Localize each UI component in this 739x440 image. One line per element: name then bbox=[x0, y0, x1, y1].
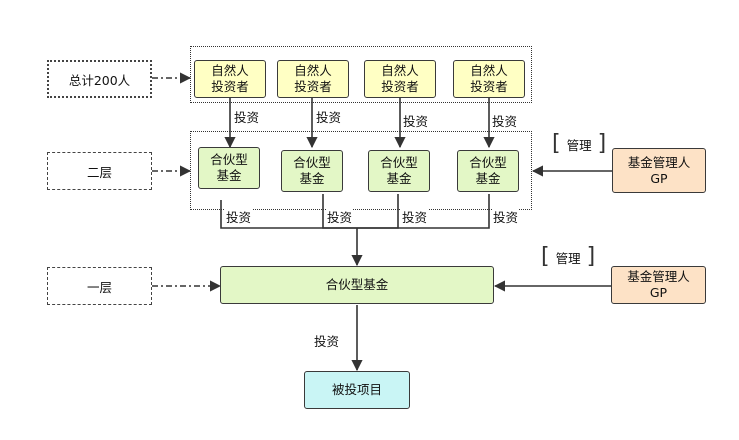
gp-lower-line1: 基金管理人 bbox=[627, 269, 690, 284]
fund-1-line2: 基金 bbox=[216, 168, 242, 183]
fund-group-frame bbox=[190, 131, 532, 210]
main-fund-box: 合伙型基金 bbox=[220, 266, 494, 304]
invest-label-main: 投资 bbox=[313, 331, 341, 350]
bracket-close-icon: ] bbox=[586, 244, 596, 269]
invest-label-2: 投资 bbox=[315, 107, 343, 126]
investor-2-line2: 投资者 bbox=[294, 79, 332, 94]
fund-3-line1: 合伙型 bbox=[380, 155, 418, 170]
line-fund4-merge bbox=[440, 194, 490, 229]
investor-box-1: 自然人 投资者 bbox=[194, 60, 266, 98]
fund-box-4: 合伙型 基金 bbox=[457, 150, 519, 192]
manage-label-upper: [ 管理 ] bbox=[552, 133, 606, 155]
fund-1-line1: 合伙型 bbox=[210, 152, 248, 167]
layer-top-label: 总计200人 bbox=[47, 60, 152, 98]
project-box: 被投项目 bbox=[304, 371, 410, 409]
gp-lower-line2: GP bbox=[649, 285, 668, 300]
investor-3-line2: 投资者 bbox=[381, 79, 419, 94]
investor-1-line2: 投资者 bbox=[211, 79, 249, 94]
investor-2-line1: 自然人 bbox=[294, 63, 332, 78]
fund-box-3: 合伙型 基金 bbox=[368, 150, 430, 192]
invest-label-3: 投资 bbox=[402, 111, 430, 130]
invest-label-6: 投资 bbox=[326, 207, 354, 226]
invest-label-8: 投资 bbox=[492, 207, 520, 226]
investor-box-2: 自然人 投资者 bbox=[277, 60, 349, 98]
fund-3-line2: 基金 bbox=[386, 171, 412, 186]
layer-first-label: 一层 bbox=[47, 267, 152, 305]
gp-upper-line1: 基金管理人 bbox=[627, 154, 691, 170]
invest-label-5: 投资 bbox=[225, 207, 253, 226]
investor-3-line1: 自然人 bbox=[381, 63, 419, 78]
gp-upper-line2: GP bbox=[650, 170, 668, 186]
bracket-open-icon: [ bbox=[541, 244, 550, 269]
invest-label-7: 投资 bbox=[401, 207, 429, 226]
fund-box-1: 合伙型 基金 bbox=[198, 147, 260, 189]
investor-box-3: 自然人 投资者 bbox=[364, 60, 436, 98]
manage-lower-text: 管理 bbox=[555, 250, 581, 266]
manage-label-lower: [ 管理 ] bbox=[541, 246, 595, 268]
investor-4-line2: 投资者 bbox=[470, 79, 508, 94]
fund-4-line2: 基金 bbox=[475, 171, 501, 186]
layer-second-label: 二层 bbox=[47, 152, 152, 190]
investor-box-4: 自然人 投资者 bbox=[453, 60, 525, 98]
invest-label-4: 投资 bbox=[491, 111, 519, 130]
investor-4-line1: 自然人 bbox=[470, 63, 508, 78]
fund-box-2: 合伙型 基金 bbox=[281, 150, 343, 192]
investor-group-frame bbox=[190, 46, 532, 103]
invest-label-1: 投资 bbox=[233, 107, 261, 126]
fund-2-line2: 基金 bbox=[299, 171, 325, 186]
bracket-close-icon: ] bbox=[597, 131, 607, 156]
bracket-open-icon: [ bbox=[552, 131, 561, 156]
investor-1-line1: 自然人 bbox=[211, 63, 249, 78]
gp-box-lower: 基金管理人 GP bbox=[611, 266, 706, 304]
fund-4-line1: 合伙型 bbox=[469, 155, 507, 170]
fund-2-line1: 合伙型 bbox=[293, 155, 331, 170]
manage-upper-text: 管理 bbox=[566, 137, 592, 153]
gp-box-upper: 基金管理人 GP bbox=[612, 148, 706, 193]
